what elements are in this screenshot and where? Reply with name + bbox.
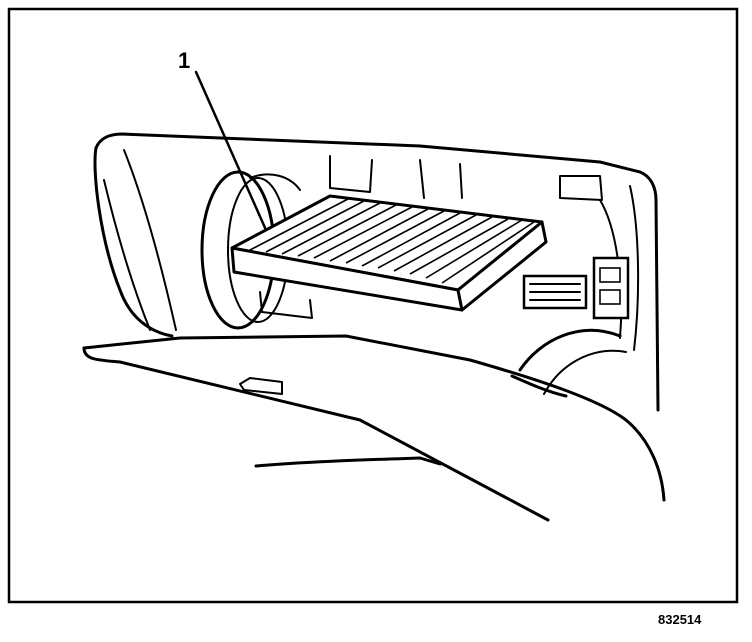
- cabin-air-filter: [230, 194, 548, 319]
- callout-label-1: 1: [178, 48, 190, 73]
- filter-pleats: [249, 198, 535, 284]
- figure-id: 832514: [658, 612, 702, 627]
- instrument-panel: [82, 334, 666, 522]
- connector: [522, 256, 630, 320]
- callout-leader-1: [194, 70, 268, 232]
- filter-side-face: [456, 220, 548, 312]
